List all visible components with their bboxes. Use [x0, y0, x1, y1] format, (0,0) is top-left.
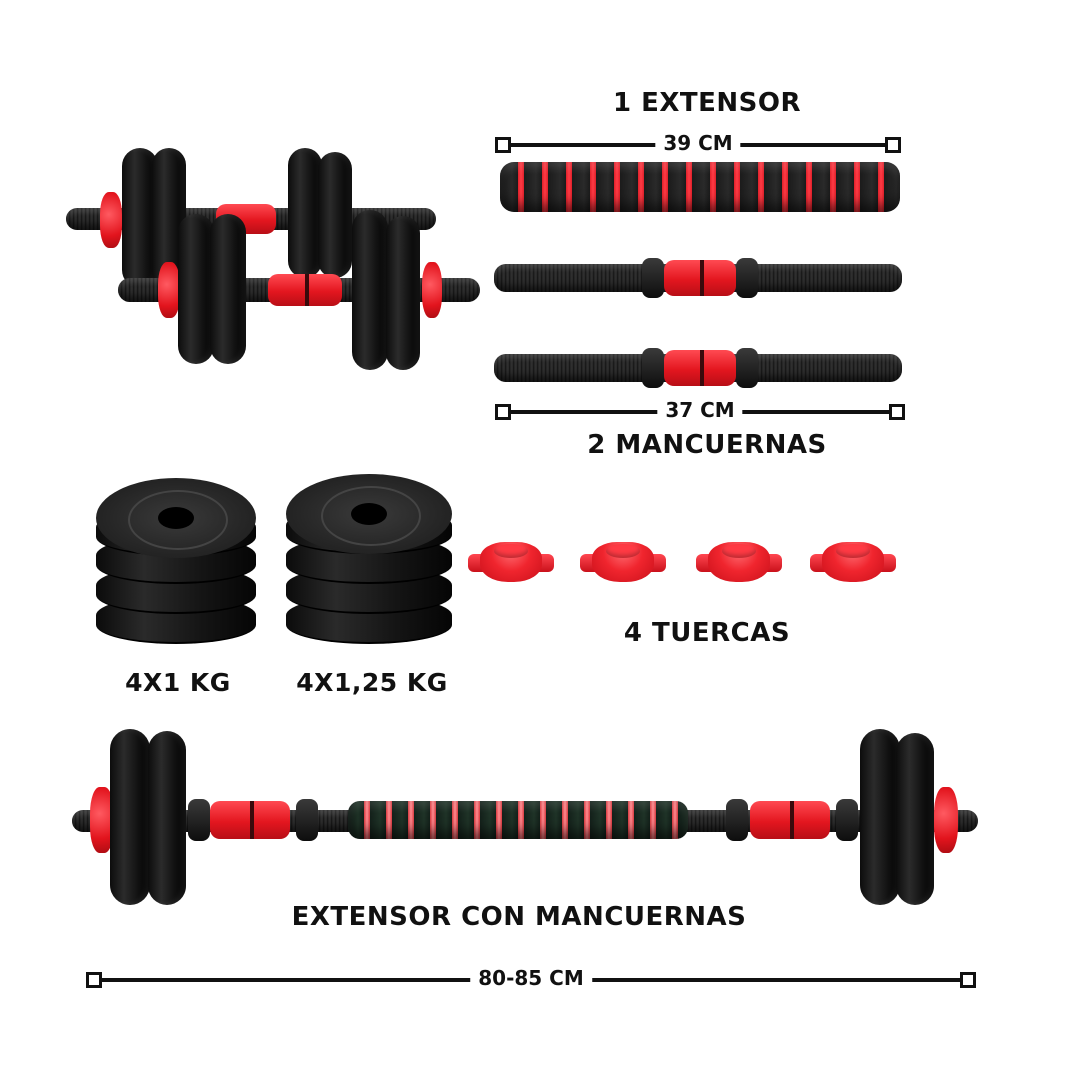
- dimension-endpoint: [86, 972, 102, 988]
- conjunto-dimension: 80-85 CM: [86, 966, 976, 990]
- extensor-length: 39 CM: [655, 131, 741, 155]
- collar-nut-icon: [808, 538, 898, 584]
- tuercas-title: 4 TUERCAS: [623, 618, 791, 648]
- conjunto-length: 80-85 CM: [470, 966, 592, 990]
- mancuernas-length: 37 CM: [657, 398, 743, 422]
- barbell-assembly-image: [60, 725, 990, 915]
- extensor-dimension: 39 CM: [495, 131, 901, 155]
- collar-nut-icon: [466, 538, 556, 584]
- mancuernas-dimension: 37 CM: [495, 398, 905, 422]
- dimension-endpoint: [960, 972, 976, 988]
- assembled-dumbbells-image: [60, 140, 490, 380]
- mancuernas-title: 2 MANCUERNAS: [587, 430, 827, 460]
- dimension-endpoint: [889, 404, 905, 420]
- dumbbell-handle-image: [494, 348, 902, 388]
- dimension-endpoint: [495, 404, 511, 420]
- dimension-endpoint: [885, 137, 901, 153]
- extensor-foam-bar-image: [500, 162, 900, 212]
- dumbbell-handle-image: [494, 258, 902, 298]
- collar-nut-icon: [578, 538, 668, 584]
- dimension-endpoint: [495, 137, 511, 153]
- collar-nut-icon: [694, 538, 784, 584]
- plates-1kg-label: 4X1 KG: [125, 668, 231, 697]
- plates-125kg-label: 4X1,25 KG: [296, 668, 448, 697]
- conjunto-title: EXTENSOR CON MANCUERNAS: [291, 902, 747, 932]
- plate-stack-1kg-image: [96, 478, 256, 653]
- plate-stack-125kg-image: [286, 474, 452, 654]
- extensor-title: 1 EXTENSOR: [612, 88, 802, 118]
